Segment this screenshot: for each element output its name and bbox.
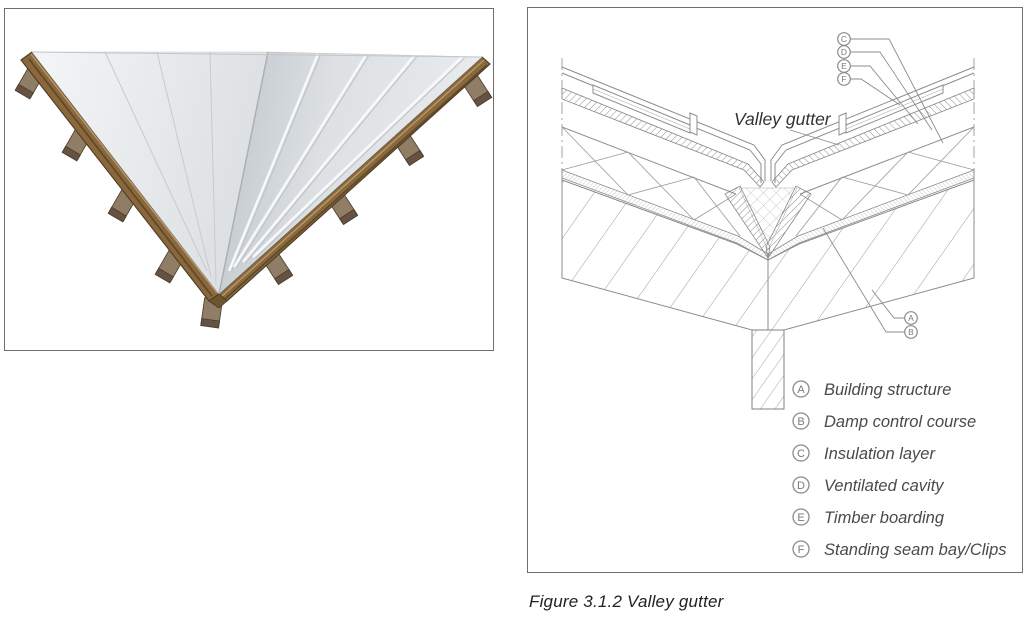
support-column	[751, 329, 785, 410]
timber-edge-beams	[20, 51, 491, 309]
legend-letter: C	[797, 448, 805, 460]
legend-label: Standing seam bay/Clips	[824, 541, 1007, 559]
legend-letter: E	[797, 512, 804, 524]
callout-letter-f: F	[841, 74, 846, 84]
legend-label: Timber boarding	[824, 509, 945, 527]
diagram-panel-valley-gutter-section: C D E F A B Valley gutter A B C D E F	[527, 7, 1023, 573]
photo-panel-3d-valley-gutter	[4, 8, 494, 351]
legend-label: Building structure	[824, 381, 951, 399]
figure-caption: Figure 3.1.2 Valley gutter	[529, 592, 724, 611]
valley-gutter-3d-render	[14, 51, 493, 329]
legend-letter: B	[797, 416, 804, 428]
left-plane-seams	[104, 51, 217, 285]
callouts-side	[822, 227, 918, 339]
callouts-top	[837, 32, 944, 144]
callout-letter-b: B	[908, 327, 914, 337]
legend-label: Damp control course	[824, 413, 976, 431]
legend-label: Ventilated cavity	[824, 477, 945, 495]
right-plane-standing-seams	[227, 53, 465, 273]
callout-letter-a: A	[908, 313, 914, 323]
legend-letter: A	[797, 384, 805, 396]
valley-crease	[218, 51, 269, 295]
metal-roof-planes	[31, 51, 483, 295]
callout-letter-c: C	[841, 34, 847, 44]
legend-label: Insulation layer	[824, 445, 936, 463]
legend: A B C D E F Building structure Damp cont…	[792, 380, 1007, 559]
valley-gutter-section-drawing: C D E F A B Valley gutter A B C D E F	[561, 32, 1007, 559]
legend-letter: D	[797, 480, 805, 492]
callout-letter-e: E	[841, 61, 847, 71]
legend-letter: F	[798, 544, 805, 556]
gutter-support-funnel	[724, 185, 812, 260]
valley-gutter-label: Valley gutter	[734, 109, 832, 129]
valley-gutter-leader	[789, 129, 840, 146]
roof-top-edge	[31, 51, 483, 58]
callout-letter-d: D	[841, 47, 847, 57]
